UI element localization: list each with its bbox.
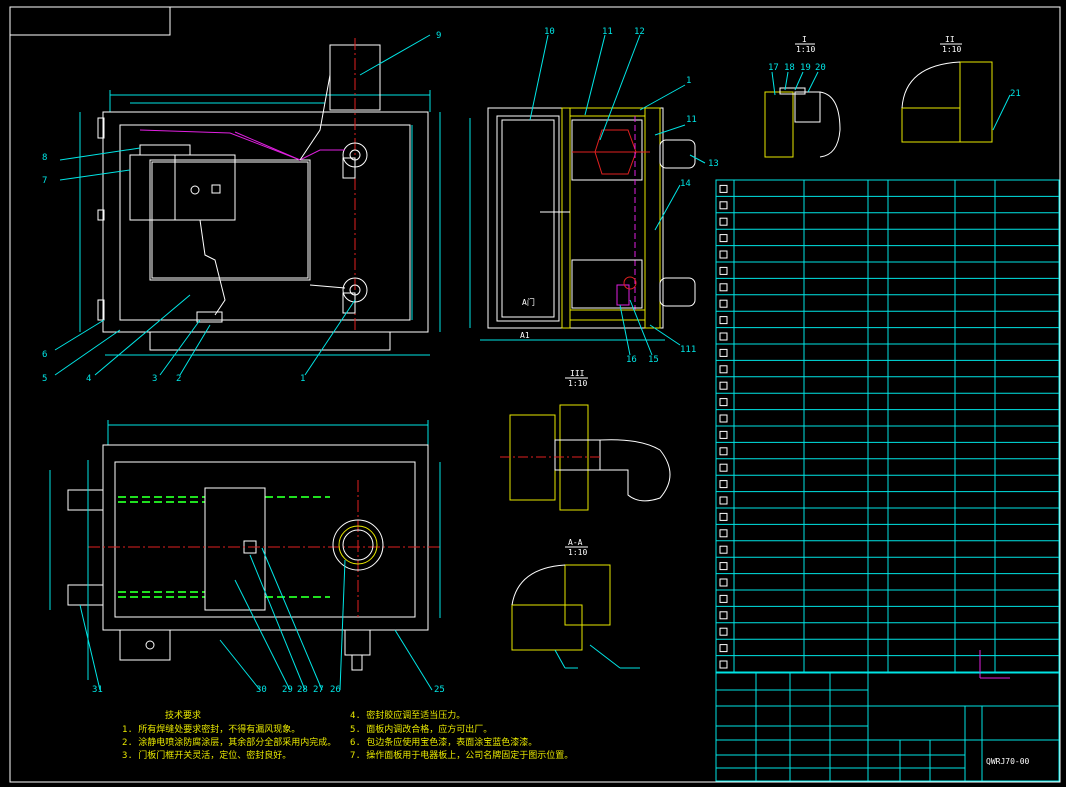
parts-list-row-marker [719,381,728,390]
parts-list-row-marker [719,430,728,439]
parts-list-row-marker [719,283,728,292]
parts-list-row-marker [719,529,728,538]
front-view [79,38,441,356]
detail-3: III 1:10 [500,369,671,511]
label-19: 19 [800,63,811,73]
label-5: 5 [42,374,47,384]
label-20: 20 [815,63,826,73]
parts-list-row-marker [719,217,728,226]
label-27: 27 [313,685,324,695]
parts-list-row-marker [719,332,728,341]
parts-list-row-marker [719,660,728,669]
note-5: 5. 面板内调改合格，应方可出厂。 [350,723,492,735]
label-17: 17 [768,63,779,73]
side-inner-b: A1 [520,331,530,340]
parts-list-row-marker [719,266,728,275]
side-inner-a: A门 [522,297,535,307]
technical-notes: 技术要求 1. 所有焊缝处要求密封，不得有漏风现象。 2. 涂静电喷涂防腐涂层，… [122,709,573,761]
side-view-labels: 10 11 12 1 11 13 14 111 15 16 A门 A1 [520,27,719,365]
detail-3-scale: 1:10 [568,379,587,388]
detail-1: I 1:10 17 18 19 20 [764,35,841,158]
note-2: 2. 涂静电喷涂防腐涂层，其余部分全部采用内完成。 [122,736,336,748]
detail-2-scale: 1:10 [942,45,961,54]
side-view-leaders [529,34,706,356]
plan-view [49,420,441,680]
note-3: 3. 门板门框开关灵活，定位、密封良好。 [122,749,291,761]
parts-list-row-marker [719,463,728,472]
label-6: 6 [42,350,47,360]
note-1: 1. 所有焊缝处要求密封，不得有漏风现象。 [122,723,300,735]
parts-list-row-marker [719,496,728,505]
parts-list [715,179,1060,679]
detail-2-number: II [945,35,955,44]
parts-list-row-marker [719,398,728,407]
parts-list-row-marker [719,644,728,653]
parts-list-row-marker [719,201,728,210]
parts-list-row-marker [719,299,728,308]
label-15: 15 [648,355,659,365]
label-18: 18 [784,63,795,73]
detail-1-scale: 1:10 [796,45,815,54]
notes-heading: 技术要求 [165,709,201,721]
label-29: 29 [282,685,293,695]
label-10: 10 [544,27,555,37]
label-30: 30 [256,685,267,695]
title-block: QWRJ70-00 [715,672,1060,782]
note-4: 4. 密封胶应调至适当压力。 [350,709,465,721]
parts-list-row-marker [719,447,728,456]
label-7: 7 [42,176,47,186]
parts-list-row-marker [719,578,728,587]
parts-list-row-marker [719,627,728,636]
label-12: 12 [634,27,645,37]
label-2: 2 [176,374,181,384]
label-111: 111 [680,345,696,355]
label-21: 21 [1010,89,1021,99]
note-7: 7. 操作面板用于电器板上，公司名牌固定于图示位置。 [350,749,573,761]
label-28: 28 [297,685,308,695]
parts-list-row-marker [719,594,728,603]
label-11-side: 11 [686,115,697,125]
label-16: 16 [626,355,637,365]
drawing-frame [9,6,1061,783]
parts-list-row-marker [719,348,728,357]
detail-3-number: III [570,369,585,378]
parts-list-row-marker [719,480,728,489]
label-9: 9 [436,31,441,41]
label-4: 4 [86,374,91,384]
label-26: 26 [330,685,341,695]
detail-2: II 1:10 21 [901,35,1021,143]
label-14: 14 [680,179,691,189]
parts-list-row-marker [719,512,728,521]
detail-1-number: I [802,35,807,44]
parts-list-row-marker [719,365,728,374]
detail-4-scale: 1:10 [568,548,587,557]
detail-4-section: A-A [568,538,583,547]
plan-view-labels: 31 30 29 28 27 26 25 [92,685,445,695]
front-view-labels: 8 7 6 5 4 3 2 1 9 [42,31,441,384]
parts-list-row-marker [719,234,728,243]
label-11-top: 11 [602,27,613,37]
parts-list-row-marker [719,184,728,193]
label-25: 25 [434,685,445,695]
label-8: 8 [42,153,47,163]
side-view [469,107,696,341]
parts-list-row-marker [719,316,728,325]
parts-list-row-marker [719,250,728,259]
parts-list-row-marker [719,414,728,423]
detail-4: A-A 1:10 [511,538,640,669]
label-1: 1 [300,374,305,384]
note-6: 6. 包边条应使用宝色漆，表面涂宝蓝色漆漆。 [350,736,537,748]
parts-list-row-marker [719,545,728,554]
label-1-side: 1 [686,76,691,86]
label-13: 13 [708,159,719,169]
front-view-leaders [54,34,431,376]
parts-list-row-marker [719,611,728,620]
plan-view-leaders [79,547,433,691]
parts-list-row-marker [719,562,728,571]
label-3: 3 [152,374,157,384]
drawing-number: QWRJ70-00 [986,757,1030,766]
label-31: 31 [92,685,103,695]
